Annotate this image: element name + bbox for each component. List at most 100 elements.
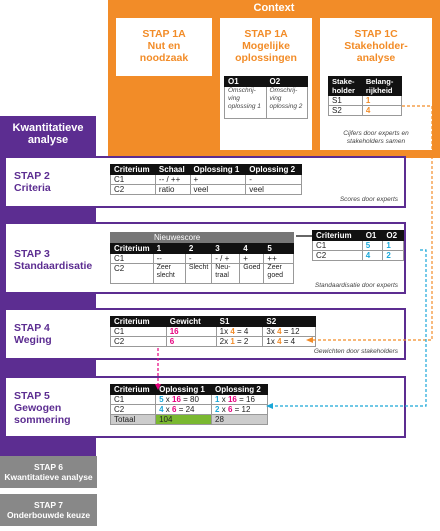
gew-r0-o1-x: x: [165, 395, 170, 404]
std-r1c4: Goed: [239, 263, 265, 284]
gew-r1-o1-r: = 24: [178, 405, 195, 414]
step-3-label: STAP 3 Standaardisatie: [14, 248, 92, 272]
belangrijkheid-header: Belang-rijkheid: [361, 76, 403, 96]
weg-r1-s1-c: = 2: [237, 337, 249, 346]
step-3-label-line1: STAP 3: [14, 248, 50, 260]
criteria-table: Criterium Schaal Oplossing 1 Oplossing 2…: [110, 164, 302, 195]
step-5-label-line2: Gewogen: [14, 402, 62, 414]
weg-r0-s1-a: 1x: [219, 327, 229, 336]
step-7-line2: Onderbouwde keuze: [6, 510, 91, 520]
gew-r1-o1-x: x: [165, 405, 170, 414]
sidebar-title-line2: analyse: [27, 134, 69, 146]
weg-r1-s2-b: 4: [277, 337, 282, 346]
weg-r1-s2: 1x 4 = 4: [262, 336, 316, 347]
step-7-box: STAP 7 Onderbouwde keuze: [0, 494, 97, 526]
step-3-label-line2: Standaardisatie: [14, 260, 93, 272]
magenta-arrowhead-icon: [155, 384, 161, 390]
weg-r0-s1-b: 4: [230, 327, 235, 336]
sidebar-title-line1: Kwantitatieve: [12, 122, 84, 134]
context-title: Context: [253, 2, 295, 14]
stakeholder-header: Stake-holder: [328, 76, 363, 96]
step-6-box: STAP 6 Kwantitatieve analyse: [0, 456, 97, 488]
gew-r0-o2-x: x: [221, 395, 226, 404]
gewogen-table: Criterium Oplossing 1 Oplossing 2 C1 5 x…: [109, 384, 268, 425]
weging-table: Criterium Gewicht S1 S2 C1 16 1x 4 = 4 3…: [110, 316, 316, 347]
step-7-line1: STAP 7: [34, 500, 63, 510]
step-5-label-line3: sommering: [14, 414, 71, 426]
gew-r0-o2-b: 16: [227, 395, 237, 404]
stakeholder-note: Cijfers door experts en stakeholders sam…: [343, 130, 409, 145]
step-1c-line2: Stakeholder-: [344, 40, 408, 52]
step-1c-line1: STAP 1C: [354, 28, 398, 40]
gew-r1-o2-r: = 12: [234, 405, 251, 414]
std-r1c3: Neu-traal: [211, 263, 241, 284]
step-1a-opl-line2: Mogelijke: [242, 40, 290, 52]
standaardisatie-table: Criterium 1 2 3 4 5 C1 -- - - / + + ++ C…: [110, 243, 294, 284]
belang-s2: 4: [361, 105, 403, 116]
res-r1c0: C2: [312, 250, 363, 261]
step-6-line2: Kwantitatieve analyse: [4, 472, 93, 482]
criteria-r1c3: veel: [245, 184, 302, 195]
gew-r1-o1-b: 6: [172, 405, 177, 414]
step-3-panel: STAP 3 Standaardisatie Nieuwescore Crite…: [4, 222, 406, 294]
criteria-r1c0: C2: [110, 184, 156, 195]
gew-r1-o1-a: 4: [159, 405, 164, 414]
step-2-label-line1: STAP 2: [14, 170, 50, 182]
gew-r0-o1-a: 5: [159, 395, 164, 404]
step-1a-nut-box: STAP 1A Nut en noodzaak: [116, 18, 212, 76]
weg-r1-s2-a: 1x: [266, 337, 275, 346]
weg-r1-s1-b: 1: [230, 337, 235, 346]
opl-cell-o2: Omschrij-ving oplossing 2: [265, 86, 308, 119]
step-1a-nut-line3: noodzaak: [139, 52, 189, 64]
orange-arrowhead-icon: [306, 337, 313, 343]
sidebar-title: Kwantitatieve analyse: [0, 122, 96, 146]
step-4-label-line1: STAP 4: [14, 322, 50, 334]
nieuwe-score-bar: Nieuwescore: [110, 232, 294, 243]
weg-r0-s2-b: 4: [277, 327, 282, 336]
standaardisatie-result-table: Criterium O1 O2 C1 5 1 C2 4 2: [312, 230, 404, 261]
gew-r0-o1-b: 16: [172, 395, 181, 404]
std-r1c2: Slecht: [184, 263, 213, 284]
step-1c-box: STAP 1C Stakeholder- analyse Stake-holde…: [320, 18, 432, 150]
orange-connector: [312, 105, 433, 341]
weg-r0-s2-a: 3x: [266, 327, 275, 336]
weg-r0-s2-c: = 12: [283, 327, 300, 336]
step-1a-opl-line3: oplossingen: [235, 52, 297, 64]
step-1c-line3: analyse: [356, 52, 396, 64]
step-1a-nut-line2: Nut en: [147, 40, 181, 52]
gew-r0-o1-r: = 80: [183, 395, 199, 404]
std-r1c5: Zeer goed: [263, 263, 294, 284]
gew-r1-o2-x: x: [221, 405, 226, 414]
weg-r1-s1-a: 2x: [219, 337, 229, 346]
step-3-note: Standaardisatie door experts: [314, 282, 398, 289]
step-1a-opl-line1: STAP 1A: [244, 28, 288, 40]
res-r1c2: 2: [382, 250, 404, 261]
step-2-note: Scores door experts: [339, 196, 398, 203]
step-4-note: Gewichten door stakeholders: [313, 348, 398, 355]
step-6-line1: STAP 6: [34, 462, 63, 472]
step-2-panel: STAP 2 Criteria Criterium Schaal Oplossi…: [4, 156, 406, 208]
gew-total-o2: 28: [211, 414, 268, 425]
std-r1c0: C2: [110, 263, 154, 284]
step-5-panel: STAP 5 Gewogen sommering Criterium Oplos…: [4, 376, 406, 438]
weg-r1-gewicht: 6: [165, 336, 217, 347]
step-4-panel: STAP 4 Weging Criterium Gewicht S1 S2 C1…: [4, 308, 406, 360]
cyan-arrowhead-icon: [266, 403, 273, 409]
gew-r0-o2-a: 1: [215, 395, 220, 404]
step-1a-nut-line1: STAP 1A: [142, 28, 186, 40]
step-2-label: STAP 2 Criteria: [14, 170, 51, 194]
gew-r1-o2-a: 2: [215, 405, 220, 414]
step-5-label: STAP 5 Gewogen sommering: [14, 390, 71, 426]
gew-r1-o2-b: 6: [227, 405, 233, 414]
weg-r1-s1: 2x 1 = 2: [215, 336, 264, 347]
gew-r0-o2-r: = 16: [239, 395, 255, 404]
step-4-label: STAP 4 Weging: [14, 322, 52, 346]
step-4-label-line2: Weging: [14, 334, 52, 346]
step-5-label-line1: STAP 5: [14, 390, 50, 402]
step-2-label-line2: Criteria: [14, 182, 51, 194]
weg-r1-s2-c: = 4: [283, 337, 296, 346]
